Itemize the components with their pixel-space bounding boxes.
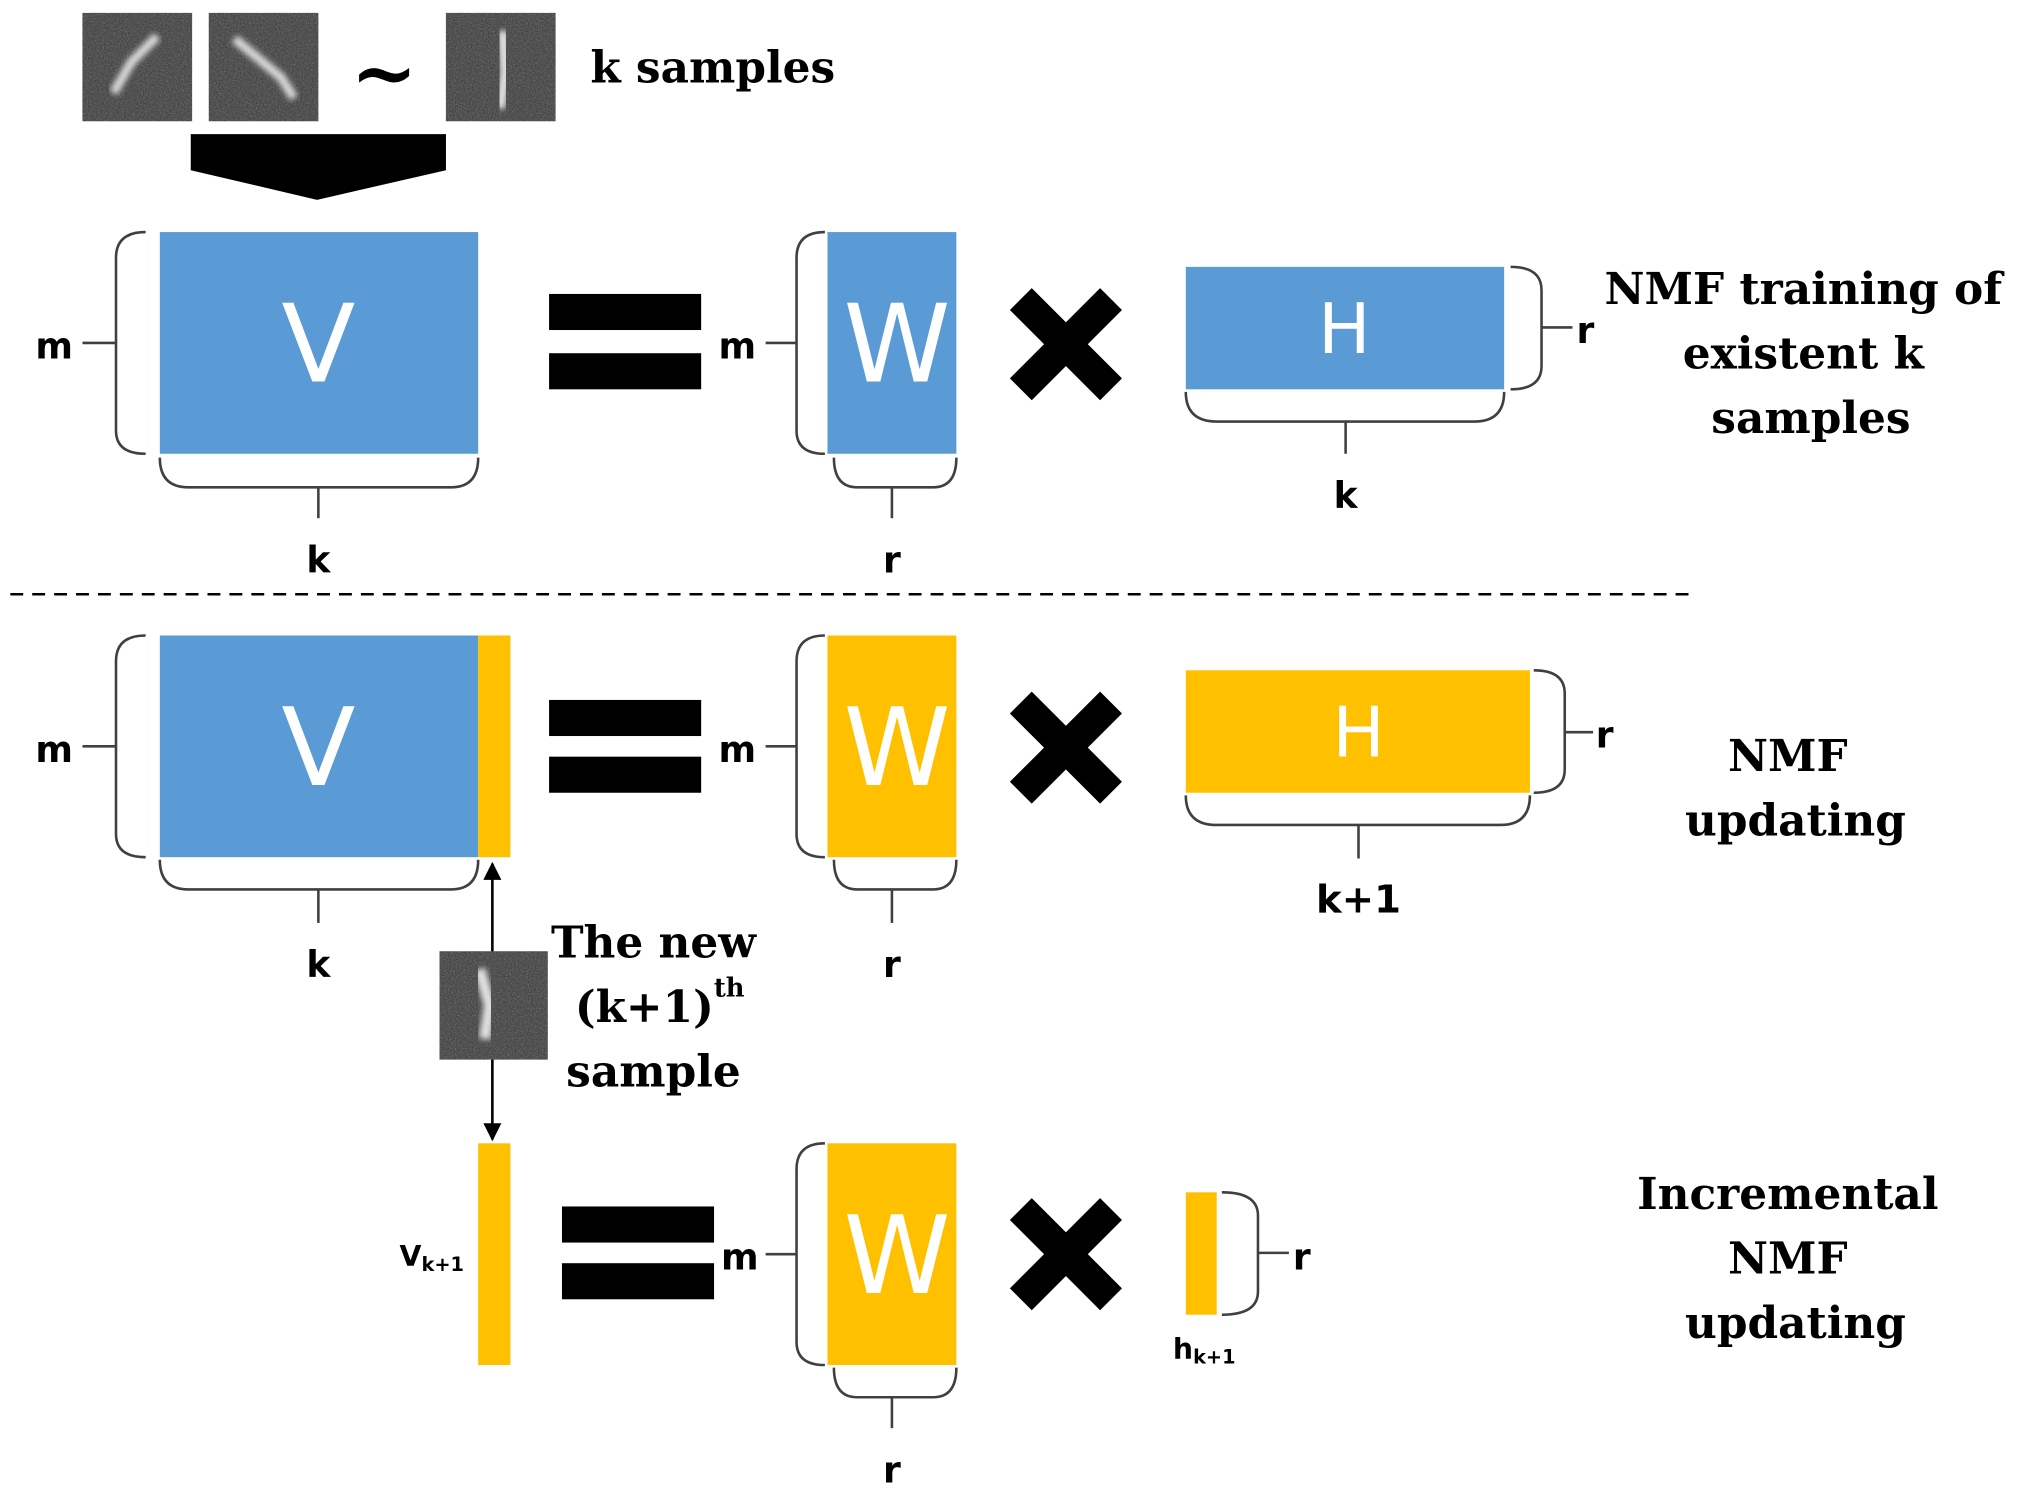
dim-r: r xyxy=(883,539,901,581)
dim-m: m xyxy=(35,325,73,367)
dim-r: r xyxy=(883,1449,901,1491)
dim-m: m xyxy=(35,729,73,771)
matrix-h-label: H xyxy=(1318,289,1370,370)
dim-k: k xyxy=(1334,475,1359,517)
dim-m: m xyxy=(718,325,756,367)
down-arrow-icon xyxy=(190,134,446,200)
w-row-brace xyxy=(795,634,825,859)
dim-m: m xyxy=(718,729,756,771)
vector-v xyxy=(478,1143,511,1366)
dim-r: r xyxy=(883,944,901,986)
vector-h xyxy=(1185,1192,1217,1315)
new-sample-text: sample xyxy=(566,1047,741,1098)
matrix-v-label: V xyxy=(281,685,355,811)
matrix-h xyxy=(1185,670,1530,793)
bottom-row: Vk+1 W m r r hk+1 Incremental NMF updati… xyxy=(400,1142,1954,1491)
w-row-brace xyxy=(795,230,825,456)
matrix-h-label: H xyxy=(1332,693,1384,774)
matrix-w xyxy=(827,232,957,454)
samples-label: k samples xyxy=(590,43,835,94)
sample-image-icon xyxy=(208,12,319,122)
sample-image-icon xyxy=(82,12,193,122)
matrix-w-label: W xyxy=(844,282,951,408)
h-row-brace xyxy=(1533,669,1567,795)
v-row-brace xyxy=(114,230,146,456)
v-col-brace xyxy=(158,457,480,489)
h-col-brace xyxy=(1184,795,1532,827)
sample-image-icon xyxy=(439,951,548,1060)
sample-image-icon xyxy=(445,12,556,122)
multiply-icon xyxy=(1009,288,1122,401)
vector-h-label: hk+1 xyxy=(1173,1333,1236,1369)
w-col-brace xyxy=(832,859,958,891)
matrix-v xyxy=(159,232,479,454)
matrix-v-new-column xyxy=(478,635,511,858)
description: Incremental NMF updating xyxy=(1637,1169,1954,1349)
tilde-icon: ~ xyxy=(351,26,418,120)
w-col-brace xyxy=(832,457,958,489)
top-row: V m k W m r H r k NMF training of xyxy=(35,230,2017,581)
description: NMF updating xyxy=(1685,731,1906,846)
description: NMF training of existent k samples xyxy=(1604,264,2017,444)
h-row-brace xyxy=(1221,1191,1260,1317)
dim-k-plus-1: k+1 xyxy=(1316,878,1401,923)
matrix-v xyxy=(159,635,479,858)
h-row-brace xyxy=(1510,265,1543,391)
dim-r: r xyxy=(1576,310,1594,352)
multiply-icon xyxy=(1009,1198,1122,1311)
dim-m: m xyxy=(721,1237,759,1279)
equals-icon xyxy=(549,699,702,793)
equals-icon xyxy=(561,1206,715,1300)
matrix-w xyxy=(827,1143,957,1366)
vector-v-label: Vk+1 xyxy=(400,1240,464,1276)
dim-k: k xyxy=(306,944,331,986)
v-col-brace xyxy=(158,859,480,891)
matrix-h xyxy=(1185,266,1505,390)
v-row-brace xyxy=(114,634,146,859)
multiply-icon xyxy=(1009,691,1122,804)
w-row-brace xyxy=(795,1142,825,1367)
matrix-w xyxy=(827,635,957,858)
w-col-brace xyxy=(832,1367,958,1399)
matrix-v-label: V xyxy=(281,282,355,408)
h-col-brace xyxy=(1184,391,1506,423)
equals-icon xyxy=(549,293,702,390)
matrix-w-label: W xyxy=(844,685,951,811)
dim-r: r xyxy=(1596,715,1614,757)
middle-row: V m k W m r H r k+1 NMF upda xyxy=(35,634,1906,986)
dim-k: k xyxy=(306,539,331,581)
matrix-w-label: W xyxy=(844,1193,951,1319)
new-sample-text: The new xyxy=(551,918,757,969)
dim-r: r xyxy=(1293,1237,1311,1279)
new-sample-text: (k+1)th xyxy=(575,973,745,1033)
